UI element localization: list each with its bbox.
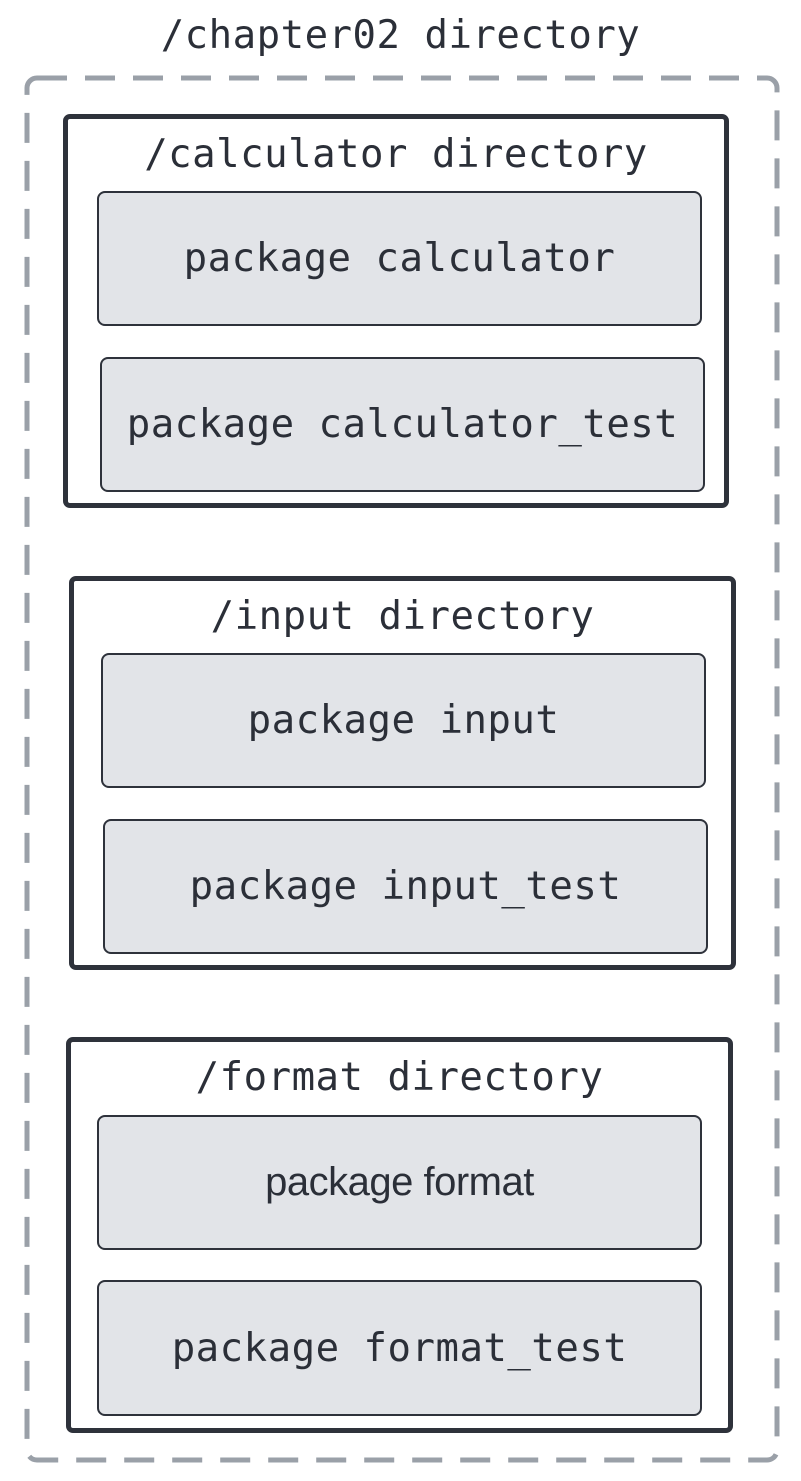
package-input: package input — [101, 653, 706, 788]
input-directory-title: /input directory — [210, 594, 595, 639]
calculator-directory: /calculator directory package calculator… — [63, 114, 729, 508]
package-calculator: package calculator — [97, 191, 702, 326]
root-directory-title: /chapter02 directory — [160, 13, 641, 58]
dashed-border — [24, 75, 780, 1463]
package-format-test: package format_test — [97, 1280, 702, 1416]
package-calculator-test: package calculator_test — [100, 357, 705, 492]
package-format: package format — [97, 1115, 702, 1250]
root-directory-frame — [24, 75, 780, 1463]
format-directory-title: /format directory — [195, 1055, 604, 1100]
calculator-directory-title: /calculator directory — [144, 132, 648, 177]
input-directory: /input directory package input package i… — [69, 576, 736, 970]
format-directory: /format directory package format package… — [66, 1037, 733, 1433]
package-input-test: package input_test — [103, 819, 708, 954]
